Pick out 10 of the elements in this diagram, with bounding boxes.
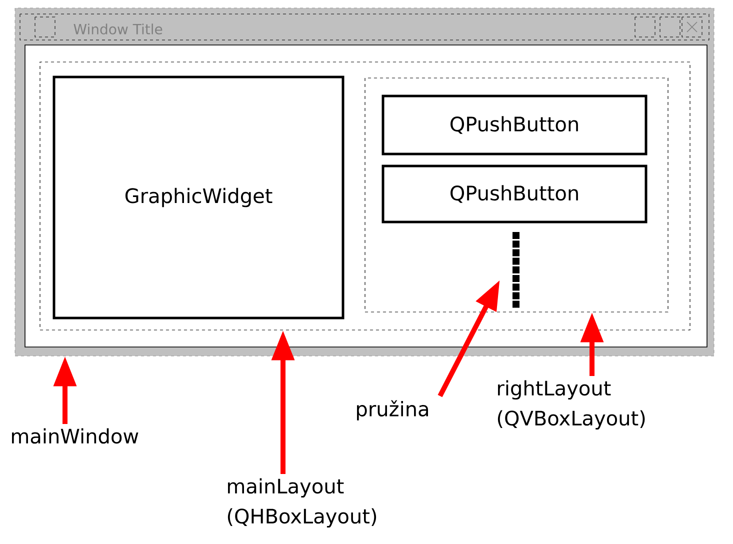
callout-label: mainLayout (QHBoxLayout) — [228, 478, 376, 528]
spring-symbol — [512, 232, 520, 308]
callout-label: rightLayout (QVBoxLayout) — [498, 380, 645, 430]
callout-label: mainWindow — [12, 428, 138, 444]
callout-label: pružina — [357, 400, 428, 420]
layout-box — [364, 78, 668, 312]
layout-box — [40, 62, 690, 330]
widget-box: GraphicWidget — [52, 76, 344, 320]
push-button: QPushButton — [382, 164, 648, 224]
push-button: QPushButton — [382, 94, 648, 156]
